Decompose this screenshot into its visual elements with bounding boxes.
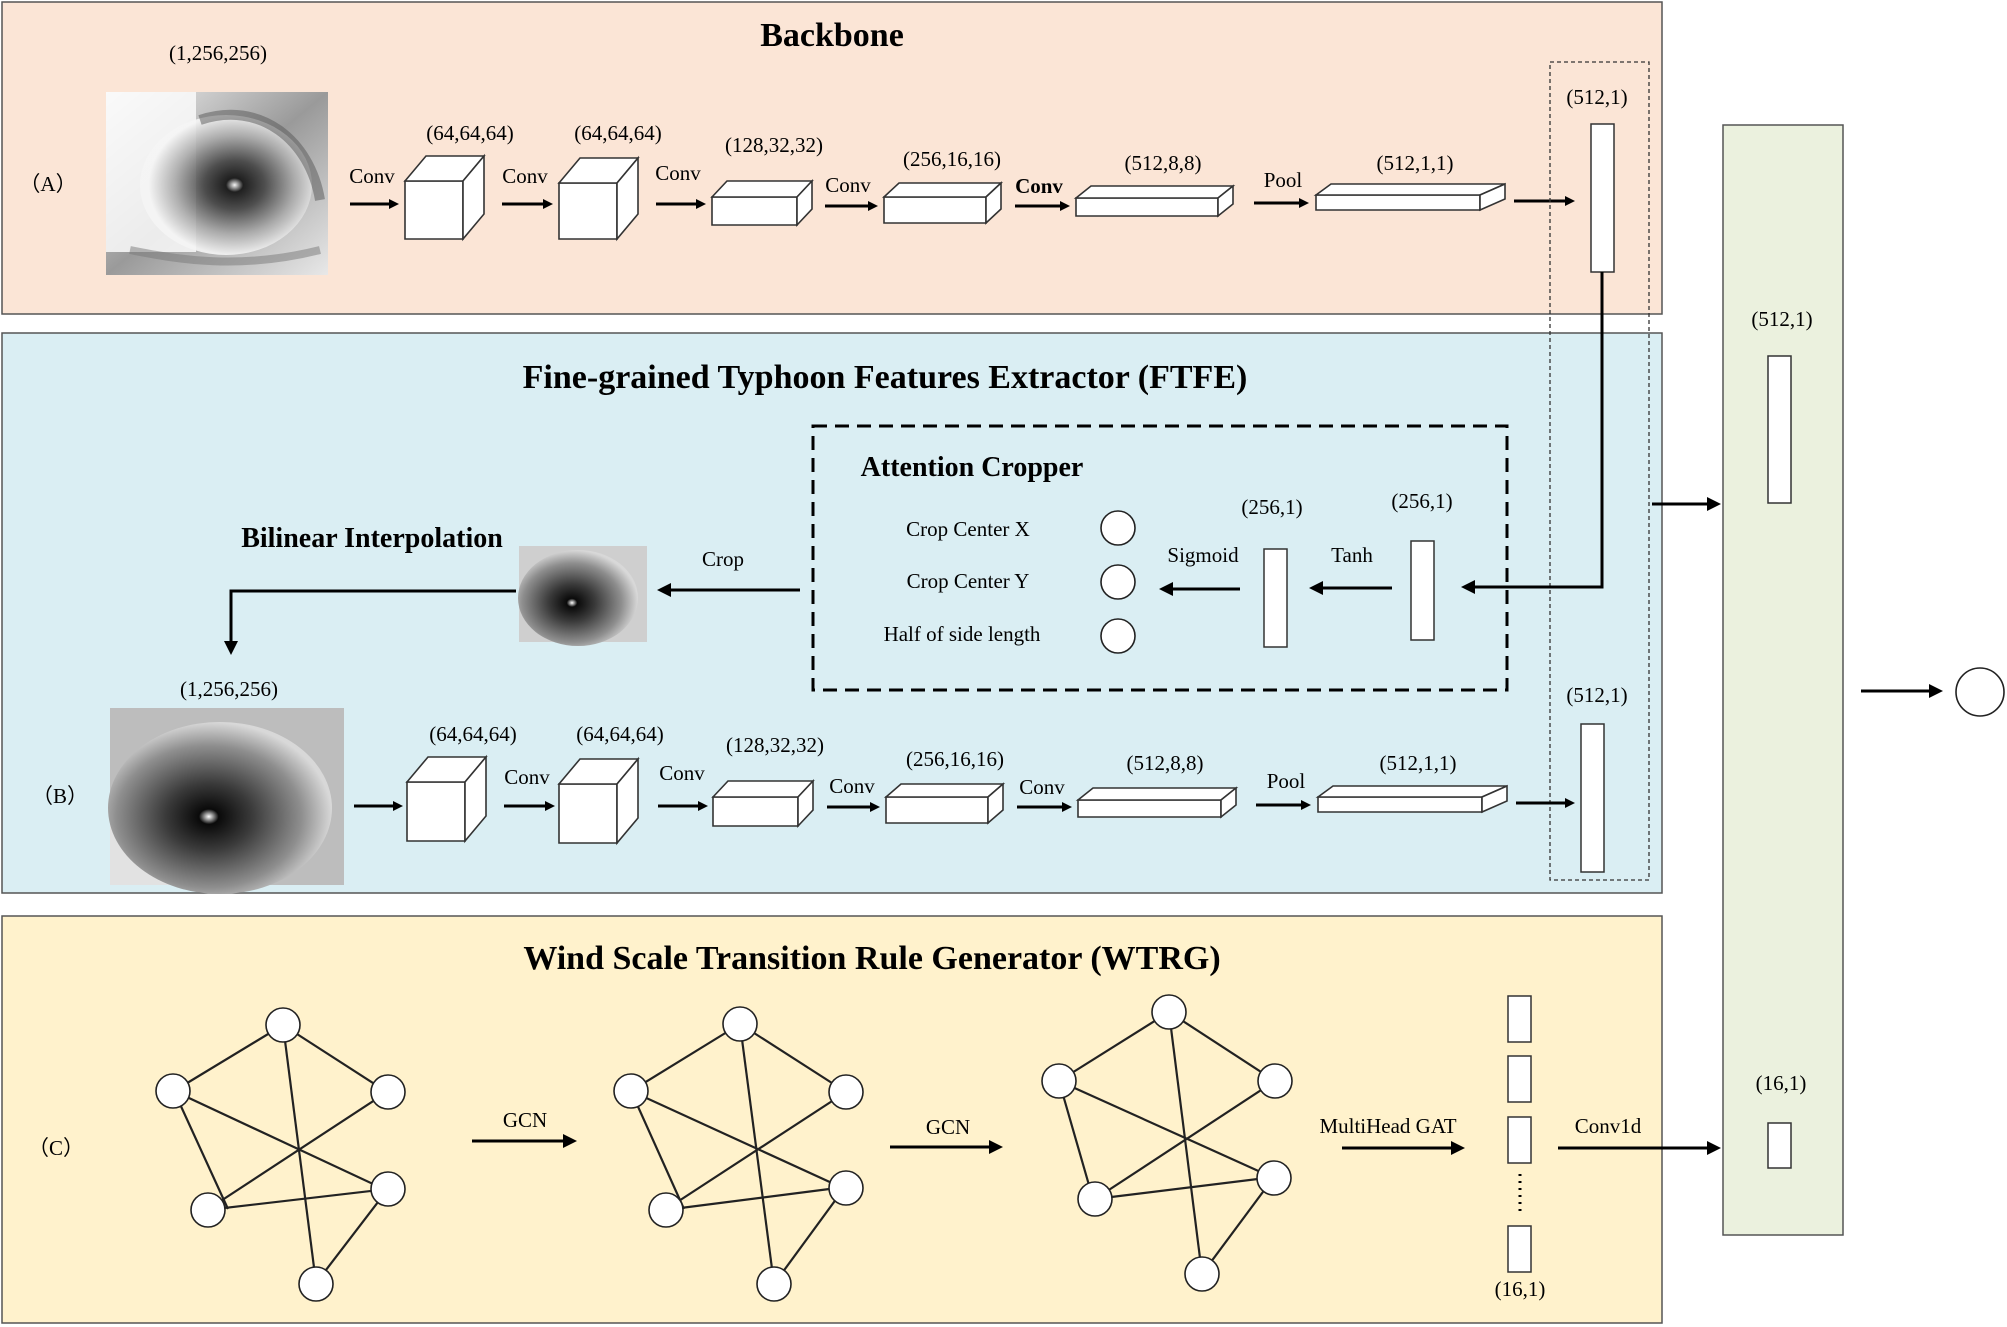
- attention-cropper-title: Attention Cropper: [861, 452, 1084, 483]
- bilinear-label: Bilinear Interpolation: [241, 523, 503, 554]
- row-a-blocks: [403, 153, 1506, 242]
- row-b-dim-1: (64,64,64): [429, 722, 517, 746]
- cropped-typhoon-image: [518, 546, 647, 646]
- row-b-dim-5: (512,8,8): [1127, 751, 1204, 775]
- row-label-a: （A）: [19, 172, 76, 196]
- output-node: [1955, 667, 2005, 717]
- crop-label: Crop: [702, 547, 744, 571]
- tanh-label: Tanh: [1331, 543, 1373, 567]
- row-a-op-1: Conv: [349, 164, 395, 188]
- row-a-op-5: Conv: [1015, 174, 1063, 198]
- row-b-output-dim: (512,1): [1566, 683, 1627, 707]
- row-b-op-3: Conv: [659, 761, 705, 785]
- row-a-op-2: Conv: [502, 164, 548, 188]
- cropper-node-x: [1100, 510, 1136, 546]
- row-b-dim-6: (512,1,1): [1380, 751, 1457, 775]
- graph-3: [1041, 994, 1293, 1292]
- concat-dashed-region: [1549, 61, 1650, 881]
- row-b-op-2: Conv: [504, 765, 550, 789]
- gcn-label-1: GCN: [503, 1108, 547, 1132]
- row-b-blocks: [405, 754, 1508, 846]
- row-a-dim-5: (512,8,8): [1125, 151, 1202, 175]
- tanh-dim: (256,1): [1391, 489, 1452, 513]
- sigmoid-label: Sigmoid: [1167, 543, 1239, 567]
- row-a-op-6: Pool: [1264, 168, 1303, 192]
- row-a-dim-6: (512,1,1): [1377, 151, 1454, 175]
- fusion-panel: [1722, 124, 1844, 1236]
- row-b-op-6: Pool: [1267, 769, 1306, 793]
- row-b-dim-3: (128,32,32): [726, 733, 824, 757]
- row-a-dim-1: (64,64,64): [426, 121, 514, 145]
- fusion-dim-bottom: (16,1): [1756, 1071, 1807, 1095]
- row-a-feature-vector: [1590, 123, 1615, 273]
- cropper-output-x: Crop Center X: [906, 517, 1030, 541]
- fusion-dim-top: (512,1): [1751, 307, 1812, 331]
- fusion-vector-bottom: [1767, 1122, 1792, 1169]
- row-a-output-dim: (512,1): [1566, 85, 1627, 109]
- conv1d-label: Conv1d: [1575, 1114, 1642, 1138]
- tanh-vector: [1410, 540, 1435, 641]
- bilinear-connector: [224, 589, 516, 655]
- row-b-op-5: Conv: [1019, 775, 1065, 799]
- input-dim-b: (1,256,256): [180, 677, 278, 701]
- wtrg-panel: [1, 915, 1663, 1324]
- row-a-dim-4: (256,16,16): [903, 147, 1001, 171]
- fusion-vector-top: [1767, 355, 1792, 504]
- sigmoid-vector: [1263, 548, 1288, 648]
- graph-2: [613, 1006, 864, 1302]
- graph-1: [155, 1007, 406, 1302]
- row-label-b: （B）: [32, 784, 88, 808]
- typhoon-image-b: [108, 708, 344, 894]
- sigmoid-dim: (256,1): [1241, 495, 1302, 519]
- input-dim-a: (1,256,256): [169, 41, 267, 65]
- cropper-output-y: Crop Center Y: [907, 569, 1030, 593]
- row-b-dim-4: (256,16,16): [906, 747, 1004, 771]
- cropper-node-y: [1100, 564, 1136, 600]
- node-embedding-stack: [1507, 995, 1532, 1273]
- stack-dim: (16,1): [1495, 1277, 1546, 1301]
- wtrg-title: Wind Scale Transition Rule Generator (WT…: [523, 940, 1220, 977]
- typhoon-image-a: [106, 92, 328, 275]
- attention-cropper-box: [811, 424, 1509, 692]
- row-a-dim-3: (128,32,32): [725, 133, 823, 157]
- cropper-node-half: [1100, 618, 1136, 654]
- cropper-output-half: Half of side length: [884, 622, 1041, 646]
- gat-label: MultiHead GAT: [1319, 1114, 1456, 1138]
- backbone-title: Backbone: [760, 17, 904, 54]
- ftfe-title: Fine-grained Typhoon Features Extractor …: [523, 359, 1248, 396]
- gcn-label-2: GCN: [926, 1115, 970, 1139]
- row-b-op-4: Conv: [829, 774, 875, 798]
- row-b-dim-2: (64,64,64): [576, 722, 664, 746]
- row-b-feature-vector: [1580, 723, 1605, 873]
- row-a-op-4: Conv: [825, 173, 871, 197]
- row-a-op-3: Conv: [655, 161, 701, 185]
- row-label-c: （C）: [28, 1136, 84, 1160]
- row-a-dim-2: (64,64,64): [574, 121, 662, 145]
- backbone-to-cropper-connector: [1461, 272, 1604, 594]
